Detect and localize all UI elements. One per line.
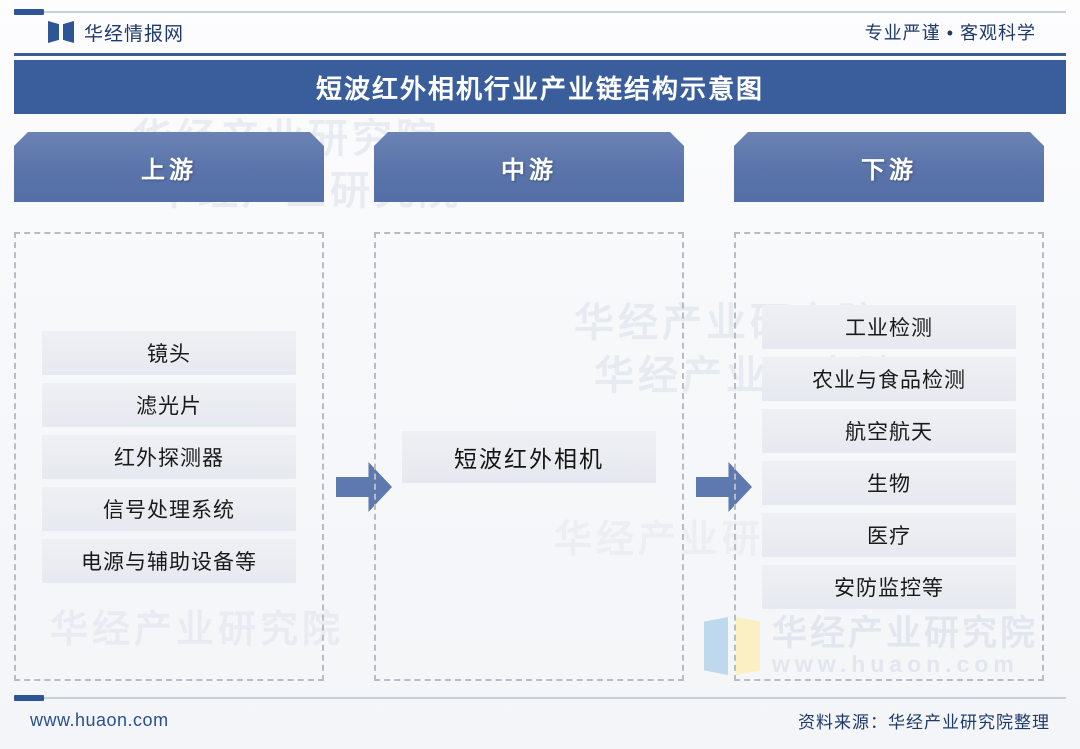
list-item[interactable]: 短波红外相机 (402, 430, 656, 483)
top-rule (14, 9, 1066, 15)
list-item[interactable]: 安防监控等 (762, 564, 1016, 609)
column-body-upstream: 镜头 滤光片 红外探测器 信号处理系统 电源与辅助设备等 (14, 232, 324, 681)
column-header-label: 中游 (501, 156, 557, 184)
column-midstream: 中游 短波红外相机 (374, 132, 684, 681)
column-downstream: 下游 工业检测 农业与食品检测 航空航天 生物 医疗 安防监控等 (734, 132, 1044, 681)
list-item[interactable]: 信号处理系统 (42, 486, 296, 531)
footer-rule (14, 695, 1066, 701)
column-header-midstream: 中游 (374, 132, 684, 202)
list-item[interactable]: 红外探测器 (42, 434, 296, 479)
column-upstream: 上游 镜头 滤光片 红外探测器 信号处理系统 电源与辅助设备等 (14, 132, 324, 681)
brand-name: 华经情报网 (84, 23, 185, 45)
column-header-downstream: 下游 (734, 132, 1044, 202)
footer-url[interactable]: www.huaon.com (30, 709, 169, 730)
list-item[interactable]: 镜头 (42, 330, 296, 375)
top-bar-underline (14, 53, 1066, 56)
list-item[interactable]: 电源与辅助设备等 (42, 538, 296, 583)
huaon-logo-icon (48, 21, 74, 43)
list-item[interactable]: 航空航天 (762, 408, 1016, 453)
footer: www.huaon.com 资料来源：华经产业研究院整理 (14, 695, 1066, 743)
slogan-text: 专业严谨 • 客观科学 (864, 23, 1036, 43)
chain-stage: 上游 镜头 滤光片 红外探测器 信号处理系统 电源与辅助设备等 中游 短波红外 (14, 132, 1066, 681)
brand: 华经情报网 (14, 19, 184, 46)
list-item[interactable]: 生物 (762, 460, 1016, 505)
footer-source: 资料来源：华经产业研究院整理 (798, 712, 1050, 732)
column-header-upstream: 上游 (14, 132, 324, 202)
list-item[interactable]: 农业与食品检测 (762, 356, 1016, 401)
column-header-label: 上游 (141, 156, 197, 184)
column-header-label: 下游 (861, 156, 917, 184)
list-item[interactable]: 滤光片 (42, 382, 296, 427)
infographic-frame: 华经情报网 专业严谨 • 客观科学 短波红外相机行业产业链结构示意图 华经产业研… (14, 8, 1066, 743)
column-body-midstream: 短波红外相机 (374, 232, 684, 681)
list-item[interactable]: 工业检测 (762, 304, 1016, 349)
column-body-downstream: 工业检测 农业与食品检测 航空航天 生物 医疗 安防监控等 (734, 232, 1044, 681)
list-item[interactable]: 医疗 (762, 512, 1016, 557)
page-title: 短波红外相机行业产业链结构示意图 (315, 73, 764, 104)
top-bar: 华经情报网 专业严谨 • 客观科学 (14, 8, 1066, 56)
title-banner: 短波红外相机行业产业链结构示意图 (14, 60, 1066, 114)
